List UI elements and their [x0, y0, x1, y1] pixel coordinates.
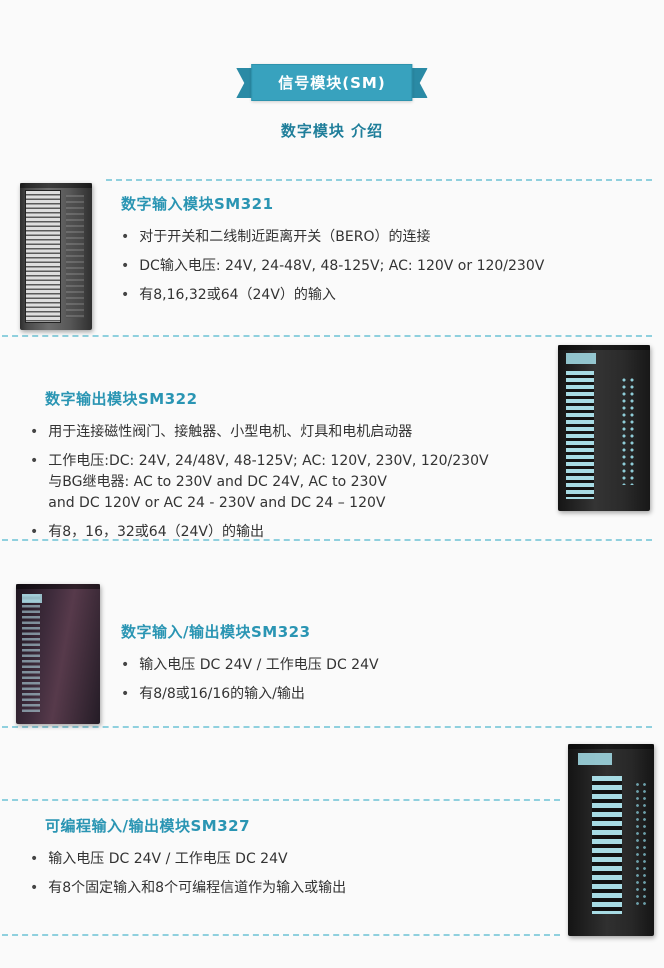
- bullet-item: • 工作电压:DC: 24V, 24/48V, 48-125V; AC: 120…: [30, 451, 554, 514]
- bullet-text: 工作电压:DC: 24V, 24/48V, 48-125V; AC: 120V,…: [48, 453, 489, 511]
- bullet-icon: •: [121, 229, 130, 245]
- module-photo-sm321: [20, 183, 92, 330]
- bullet-icon: •: [121, 686, 130, 702]
- bullet-item: • 对于开关和二线制近距离开关（BERO）的连接: [121, 227, 653, 248]
- bullet-item: • 有8,16,32或64（24V）的输入: [121, 285, 653, 306]
- section-title: 数字输入模块SM321: [121, 195, 274, 213]
- bullet-icon: •: [121, 657, 130, 673]
- module-label: [22, 594, 42, 603]
- bullet-text: 有8,16,32或64（24V）的输入: [139, 287, 336, 303]
- module-photo-sm323: [16, 584, 100, 724]
- module-front-panel: [25, 190, 61, 323]
- module-terminal-stripes: [22, 594, 40, 714]
- dashed-divider: [2, 335, 652, 337]
- bullet-item: • 有8/8或16/16的输入/输出: [121, 684, 645, 705]
- section-sm322: 数字输出模块SM322 • 用于连接磁性阀门、接触器、小型电机、灯具和电机启动器…: [30, 388, 554, 551]
- module-photo-sm322: [558, 345, 650, 511]
- bullet-text: 有8/8或16/16的输入/输出: [139, 686, 305, 702]
- module-vent-slots: [66, 195, 84, 318]
- bullet-icon: •: [121, 258, 130, 274]
- bullet-item: • 输入电压 DC 24V / 工作电压 DC 24V: [121, 655, 645, 676]
- bullet-icon: •: [30, 453, 39, 469]
- section-title: 可编程输入/输出模块SM327: [45, 817, 251, 835]
- bullet-icon: •: [121, 287, 130, 303]
- module-label: [566, 353, 596, 364]
- module-led-dots: [621, 377, 638, 485]
- module-terminal-stripes: [566, 371, 594, 499]
- dashed-divider: [2, 934, 560, 936]
- bullet-icon: •: [30, 880, 39, 896]
- bullet-text: 输入电压 DC 24V / 工作电压 DC 24V: [48, 851, 288, 867]
- bullet-item: • DC输入电压: 24V, 24-48V, 48-125V; AC: 120V…: [121, 256, 653, 277]
- section-title: 数字输出模块SM322: [45, 390, 198, 408]
- dashed-divider: [2, 539, 652, 541]
- bullet-item: • 输入电压 DC 24V / 工作电压 DC 24V: [30, 849, 562, 870]
- bullet-text: DC输入电压: 24V, 24-48V, 48-125V; AC: 120V o…: [139, 258, 545, 274]
- module-led-dots: [635, 782, 646, 906]
- dashed-divider: [106, 179, 652, 181]
- bullet-icon: •: [30, 851, 39, 867]
- module-label: [578, 753, 612, 765]
- bullet-item: • 有8，16，32或64（24V）的输出: [30, 522, 554, 543]
- bullet-item: • 用于连接磁性阀门、接触器、小型电机、灯具和电机启动器: [30, 422, 554, 443]
- module-terminal-stripes: [592, 776, 622, 914]
- bullet-text: 对于开关和二线制近距离开关（BERO）的连接: [139, 229, 431, 245]
- dashed-divider: [2, 799, 560, 801]
- section-title: 数字输入/输出模块SM323: [121, 623, 311, 641]
- section-sm321: 数字输入模块SM321 • 对于开关和二线制近距离开关（BERO）的连接 • D…: [121, 193, 653, 314]
- bullet-text: 输入电压 DC 24V / 工作电压 DC 24V: [139, 657, 379, 673]
- bullet-icon: •: [30, 424, 39, 440]
- bullet-text: 用于连接磁性阀门、接触器、小型电机、灯具和电机启动器: [48, 424, 413, 440]
- banner-title: 信号模块(SM): [251, 64, 413, 101]
- section-sm327: 可编程输入/输出模块SM327 • 输入电压 DC 24V / 工作电压 DC …: [30, 815, 562, 907]
- bullet-icon: •: [30, 524, 39, 540]
- bullet-text: 有8个固定输入和8个可编程信道作为输入或输出: [48, 880, 347, 896]
- module-photo-sm327: [568, 744, 654, 936]
- page-subtitle: 数字模块 介绍: [280, 122, 384, 140]
- bullet-item: • 有8个固定输入和8个可编程信道作为输入或输出: [30, 878, 562, 899]
- section-sm323: 数字输入/输出模块SM323 • 输入电压 DC 24V / 工作电压 DC 2…: [121, 621, 645, 713]
- dashed-divider: [2, 726, 652, 728]
- bullet-text: 有8，16，32或64（24V）的输出: [48, 524, 265, 540]
- ribbon-banner: 信号模块(SM): [236, 64, 413, 101]
